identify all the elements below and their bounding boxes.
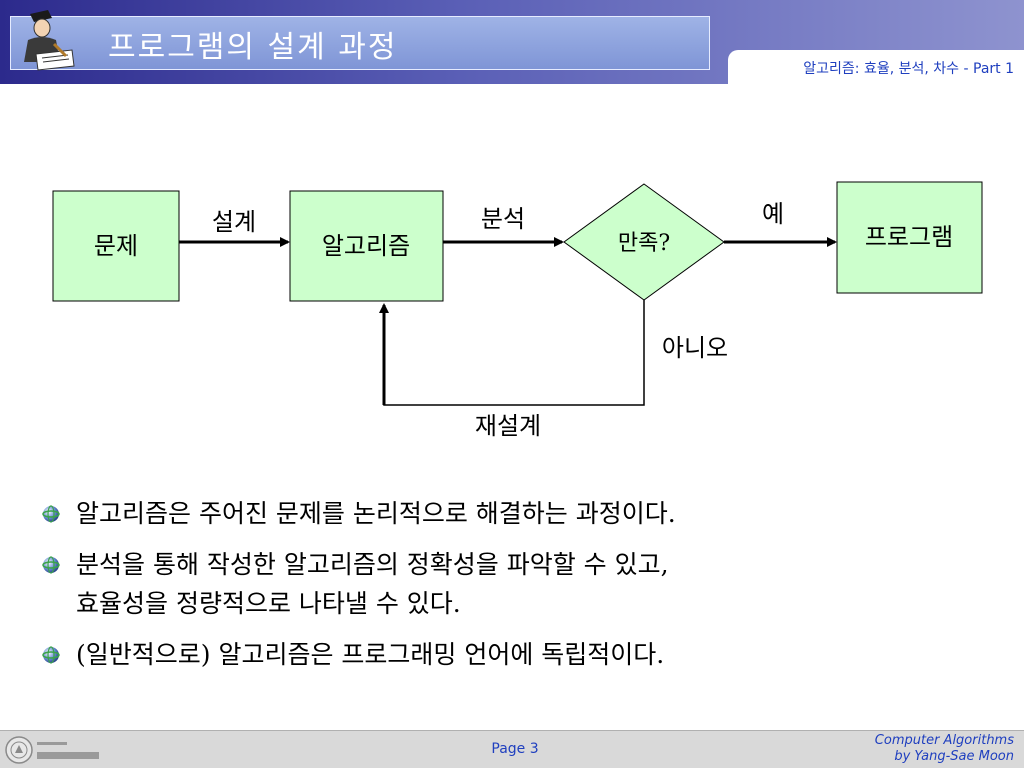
bullet-item: (일반적으로) 알고리즘은 프로그래밍 언어에 독립적이다.	[40, 635, 1000, 674]
title-box	[10, 16, 710, 70]
node-algorithm-label: 알고리즘	[322, 232, 410, 260]
bullet-text: (일반적으로) 알고리즘은 프로그래밍 언어에 독립적이다.	[76, 640, 665, 669]
person-writing-icon	[24, 10, 75, 71]
edge-redesign-label: 재설계	[475, 412, 541, 440]
node-algorithm: 알고리즘	[289, 190, 444, 302]
footer-credit: Computer Algorithms by Yang-Sae Moon	[875, 733, 1014, 765]
node-decision: 만족?	[563, 183, 725, 301]
bullet-text: 알고리즘은 주어진 문제를 논리적으로 해결하는 과정이다.	[76, 499, 676, 528]
node-problem: 문제	[52, 190, 180, 302]
bullet-text: 분석을 통해 작성한 알고리즘의 정확성을 파악할 수 있고,	[76, 550, 669, 579]
edge-design-label: 설계	[212, 208, 256, 236]
bullet-text-continued: 효율성을 정량적으로 나타낼 수 있다.	[76, 589, 461, 618]
sphere-bullet-icon	[42, 646, 60, 664]
node-problem-label: 문제	[94, 232, 138, 260]
course-name: Computer Algorithms	[874, 733, 1014, 748]
edge-yes-label: 예	[762, 200, 784, 228]
author-name: by Yang-Sae Moon	[894, 749, 1014, 764]
design-flow-diagram: 문제 알고리즘 만족? 프로그램 설계 분석 예 아니오 재설계	[52, 181, 983, 440]
bullet-item: 알고리즘은 주어진 문제를 논리적으로 해결하는 과정이다.	[40, 494, 1000, 533]
edge-redesign-loop	[383, 300, 645, 406]
sphere-bullet-icon	[42, 505, 60, 523]
page-title: 프로그램의 설계 과정	[108, 30, 398, 65]
footer: Page 3 Computer Algorithms by Yang-Sae M…	[0, 730, 1024, 768]
node-decision-label: 만족?	[618, 231, 670, 256]
subtitle-tab	[728, 50, 1024, 84]
edge-analysis-label: 분석	[481, 205, 525, 233]
node-program-label: 프로그램	[865, 223, 953, 251]
section-subtitle: 알고리즘: 효율, 분석, 차수 - Part 1	[803, 61, 1014, 77]
bullet-item: 분석을 통해 작성한 알고리즘의 정확성을 파악할 수 있고, 효율성을 정량적…	[40, 545, 1000, 623]
node-program: 프로그램	[836, 181, 983, 294]
edge-no-label: 아니오	[662, 334, 728, 362]
page-number: Page 3	[491, 741, 539, 757]
bullet-list: 알고리즘은 주어진 문제를 논리적으로 해결하는 과정이다. 분석을 통해 작성…	[40, 494, 1000, 686]
university-seal-icon	[5, 736, 99, 764]
sphere-bullet-icon	[42, 556, 60, 574]
